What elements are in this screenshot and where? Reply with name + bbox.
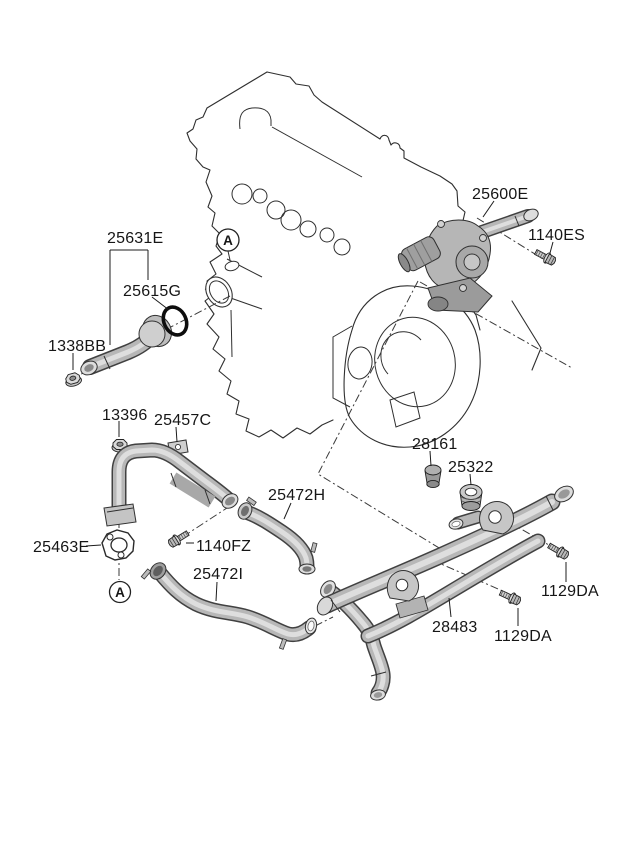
- leader-lines: [72, 200, 567, 626]
- label-28483[interactable]: 28483: [432, 619, 478, 636]
- part-gasket-25463E: [101, 529, 135, 561]
- label-1140ES[interactable]: 1140ES: [528, 227, 585, 244]
- label-1140FZ[interactable]: 1140FZ: [196, 538, 251, 555]
- callout-A-gasket-letter: A: [115, 585, 125, 600]
- label-1129DA-2[interactable]: 1129DA: [494, 628, 552, 645]
- part-bolt-1129DA-2: [497, 587, 523, 608]
- part-bolt-1140FZ: [166, 527, 192, 550]
- part-heater-hose-25472I: [140, 562, 318, 650]
- part-oring-25615G: [161, 305, 189, 337]
- part-number-labels: 25631E 25615G 1338BB 13396 25457C 25463E…: [33, 186, 599, 645]
- part-nut-1338BB: [63, 371, 84, 389]
- part-grommet-28161: [424, 464, 442, 489]
- label-25472I[interactable]: 25472I: [193, 566, 243, 583]
- label-25615G[interactable]: 25615G: [123, 283, 181, 300]
- label-25631E[interactable]: 25631E: [107, 230, 163, 247]
- part-bolt-1129DA-1: [545, 540, 571, 562]
- callout-A-engine-letter: A: [223, 233, 233, 248]
- label-25457C[interactable]: 25457C: [154, 412, 211, 429]
- label-25600E[interactable]: 25600E: [472, 186, 528, 203]
- label-13396[interactable]: 13396: [102, 407, 148, 424]
- label-1129DA-1[interactable]: 1129DA: [541, 583, 599, 600]
- label-28161[interactable]: 28161: [412, 436, 458, 453]
- label-25463E[interactable]: 25463E: [33, 539, 89, 556]
- label-1338BB[interactable]: 1338BB: [48, 338, 106, 355]
- part-insulator-25322: [459, 484, 483, 511]
- part-coolant-pipe-assy-28483: [316, 485, 574, 701]
- bell-housing-outline: [332, 285, 481, 448]
- label-25322[interactable]: 25322: [448, 459, 494, 476]
- engine-port-oval: [205, 276, 233, 308]
- engine-block-outline: [186, 71, 542, 448]
- part-coolant-pipe-25457C: [103, 439, 239, 527]
- part-heater-hose-25472H: [237, 496, 318, 575]
- part-thermostat-assembly-25600E: [397, 208, 539, 313]
- label-25472H[interactable]: 25472H: [268, 487, 325, 504]
- part-bolt-1140ES: [532, 246, 558, 268]
- part-water-inlet-fitting-25631E: [80, 314, 173, 376]
- callout-A-engine: A: [216, 228, 240, 272]
- callout-A-gasket: A: [108, 580, 132, 604]
